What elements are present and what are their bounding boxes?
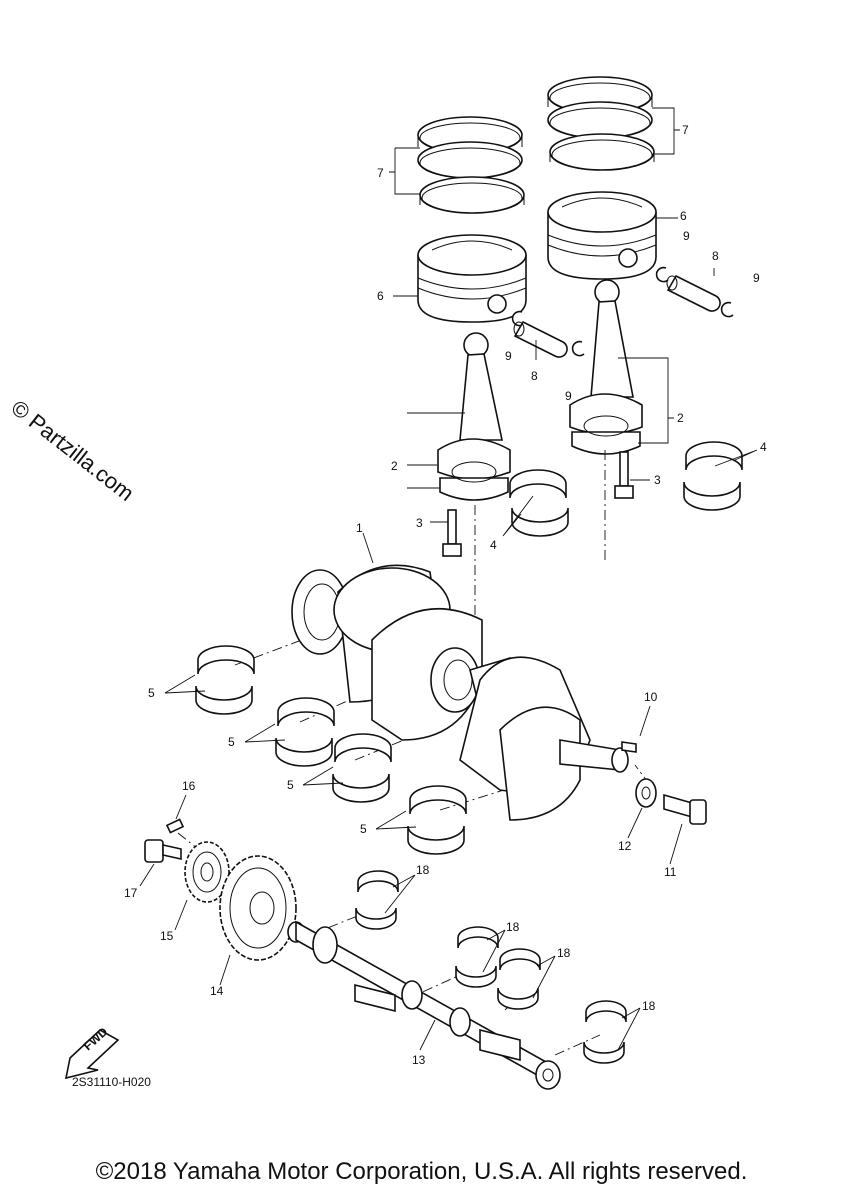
callout-2-right[interactable]: 2 xyxy=(677,411,684,425)
callout-7-right[interactable]: 7 xyxy=(682,123,689,137)
callout-11[interactable]: 11 xyxy=(664,865,677,879)
callout-3-left[interactable]: 3 xyxy=(416,516,423,530)
balancer-bearing-1[interactable] xyxy=(355,870,399,930)
callout-5-b[interactable]: 5 xyxy=(228,735,235,749)
callout-10[interactable]: 10 xyxy=(644,690,658,704)
callout-5-a[interactable]: 5 xyxy=(148,686,155,700)
bearing-big-end-left[interactable] xyxy=(509,469,569,537)
bearing-big-end-right[interactable] xyxy=(683,441,743,511)
piston-pin-left[interactable] xyxy=(513,320,568,358)
callout-14[interactable]: 14 xyxy=(210,984,224,998)
callout-2-left[interactable]: 2 xyxy=(391,459,398,473)
balancer-bearing-2[interactable] xyxy=(455,926,499,988)
callout-13[interactable]: 13 xyxy=(412,1053,426,1067)
callout-8-right[interactable]: 8 xyxy=(712,249,719,263)
callout-9-c[interactable]: 9 xyxy=(683,229,690,243)
crank-bolt[interactable] xyxy=(663,793,707,825)
piston-pin-right[interactable] xyxy=(666,274,721,312)
callout-9-b[interactable]: 9 xyxy=(565,389,572,403)
main-bearing-1[interactable] xyxy=(195,645,255,715)
callout-18-c[interactable]: 18 xyxy=(557,946,571,960)
copyright-notice: ©2018 Yamaha Motor Corporation, U.S.A. A… xyxy=(95,1158,748,1185)
piston-rings-right[interactable] xyxy=(547,76,655,171)
balancer-driven-gear[interactable] xyxy=(219,855,297,961)
balancer-bearing-3[interactable] xyxy=(497,948,541,1010)
rod-bolt-right[interactable] xyxy=(614,451,634,499)
main-bearing-3[interactable] xyxy=(332,733,392,803)
main-bearing-2[interactable] xyxy=(275,697,335,767)
callout-3-right[interactable]: 3 xyxy=(654,473,661,487)
diagram-code: 2S31110-H020 xyxy=(72,1075,151,1089)
callout-9-a[interactable]: 9 xyxy=(505,349,512,363)
callout-5-d[interactable]: 5 xyxy=(360,822,367,836)
crankshaft[interactable] xyxy=(291,564,629,821)
drive-gear-small[interactable] xyxy=(184,841,230,903)
callout-16[interactable]: 16 xyxy=(182,779,196,793)
callout-17[interactable]: 17 xyxy=(124,886,138,900)
callout-9-d[interactable]: 9 xyxy=(753,271,760,285)
rod-bolt-left[interactable] xyxy=(442,509,462,557)
main-bearing-4[interactable] xyxy=(407,785,467,855)
balancer-bolt[interactable] xyxy=(144,839,182,863)
callout-6-right[interactable]: 6 xyxy=(680,209,687,223)
circlip-c[interactable] xyxy=(655,266,669,283)
piston-rings-left[interactable] xyxy=(417,116,525,214)
callout-8-left[interactable]: 8 xyxy=(531,369,538,383)
callout-7-left[interactable]: 7 xyxy=(377,166,384,180)
dowel-pin[interactable] xyxy=(165,818,185,834)
callout-4-right[interactable]: 4 xyxy=(760,440,767,454)
circlip-b[interactable] xyxy=(571,340,585,357)
callout-1[interactable]: 1 xyxy=(356,521,363,535)
connecting-rod-right[interactable] xyxy=(569,279,643,455)
callout-4-left[interactable]: 4 xyxy=(490,538,497,552)
callout-18-d[interactable]: 18 xyxy=(642,999,656,1013)
callout-18-b[interactable]: 18 xyxy=(506,920,520,934)
woodruff-key[interactable] xyxy=(621,741,637,753)
balancer-shaft[interactable] xyxy=(287,920,561,1090)
callout-5-c[interactable]: 5 xyxy=(287,778,294,792)
callout-18-a[interactable]: 18 xyxy=(416,863,430,877)
washer[interactable] xyxy=(635,778,657,808)
callout-6-left[interactable]: 6 xyxy=(377,289,384,303)
connecting-rod-left[interactable] xyxy=(437,332,511,501)
piston-left[interactable] xyxy=(417,234,527,323)
balancer-bearing-4[interactable] xyxy=(583,1000,627,1064)
circlip-d[interactable] xyxy=(720,301,734,318)
fwd-arrow-icon: FWD xyxy=(64,1024,120,1080)
piston-right[interactable] xyxy=(547,191,657,280)
callout-15[interactable]: 15 xyxy=(160,929,174,943)
callout-12[interactable]: 12 xyxy=(618,839,632,853)
